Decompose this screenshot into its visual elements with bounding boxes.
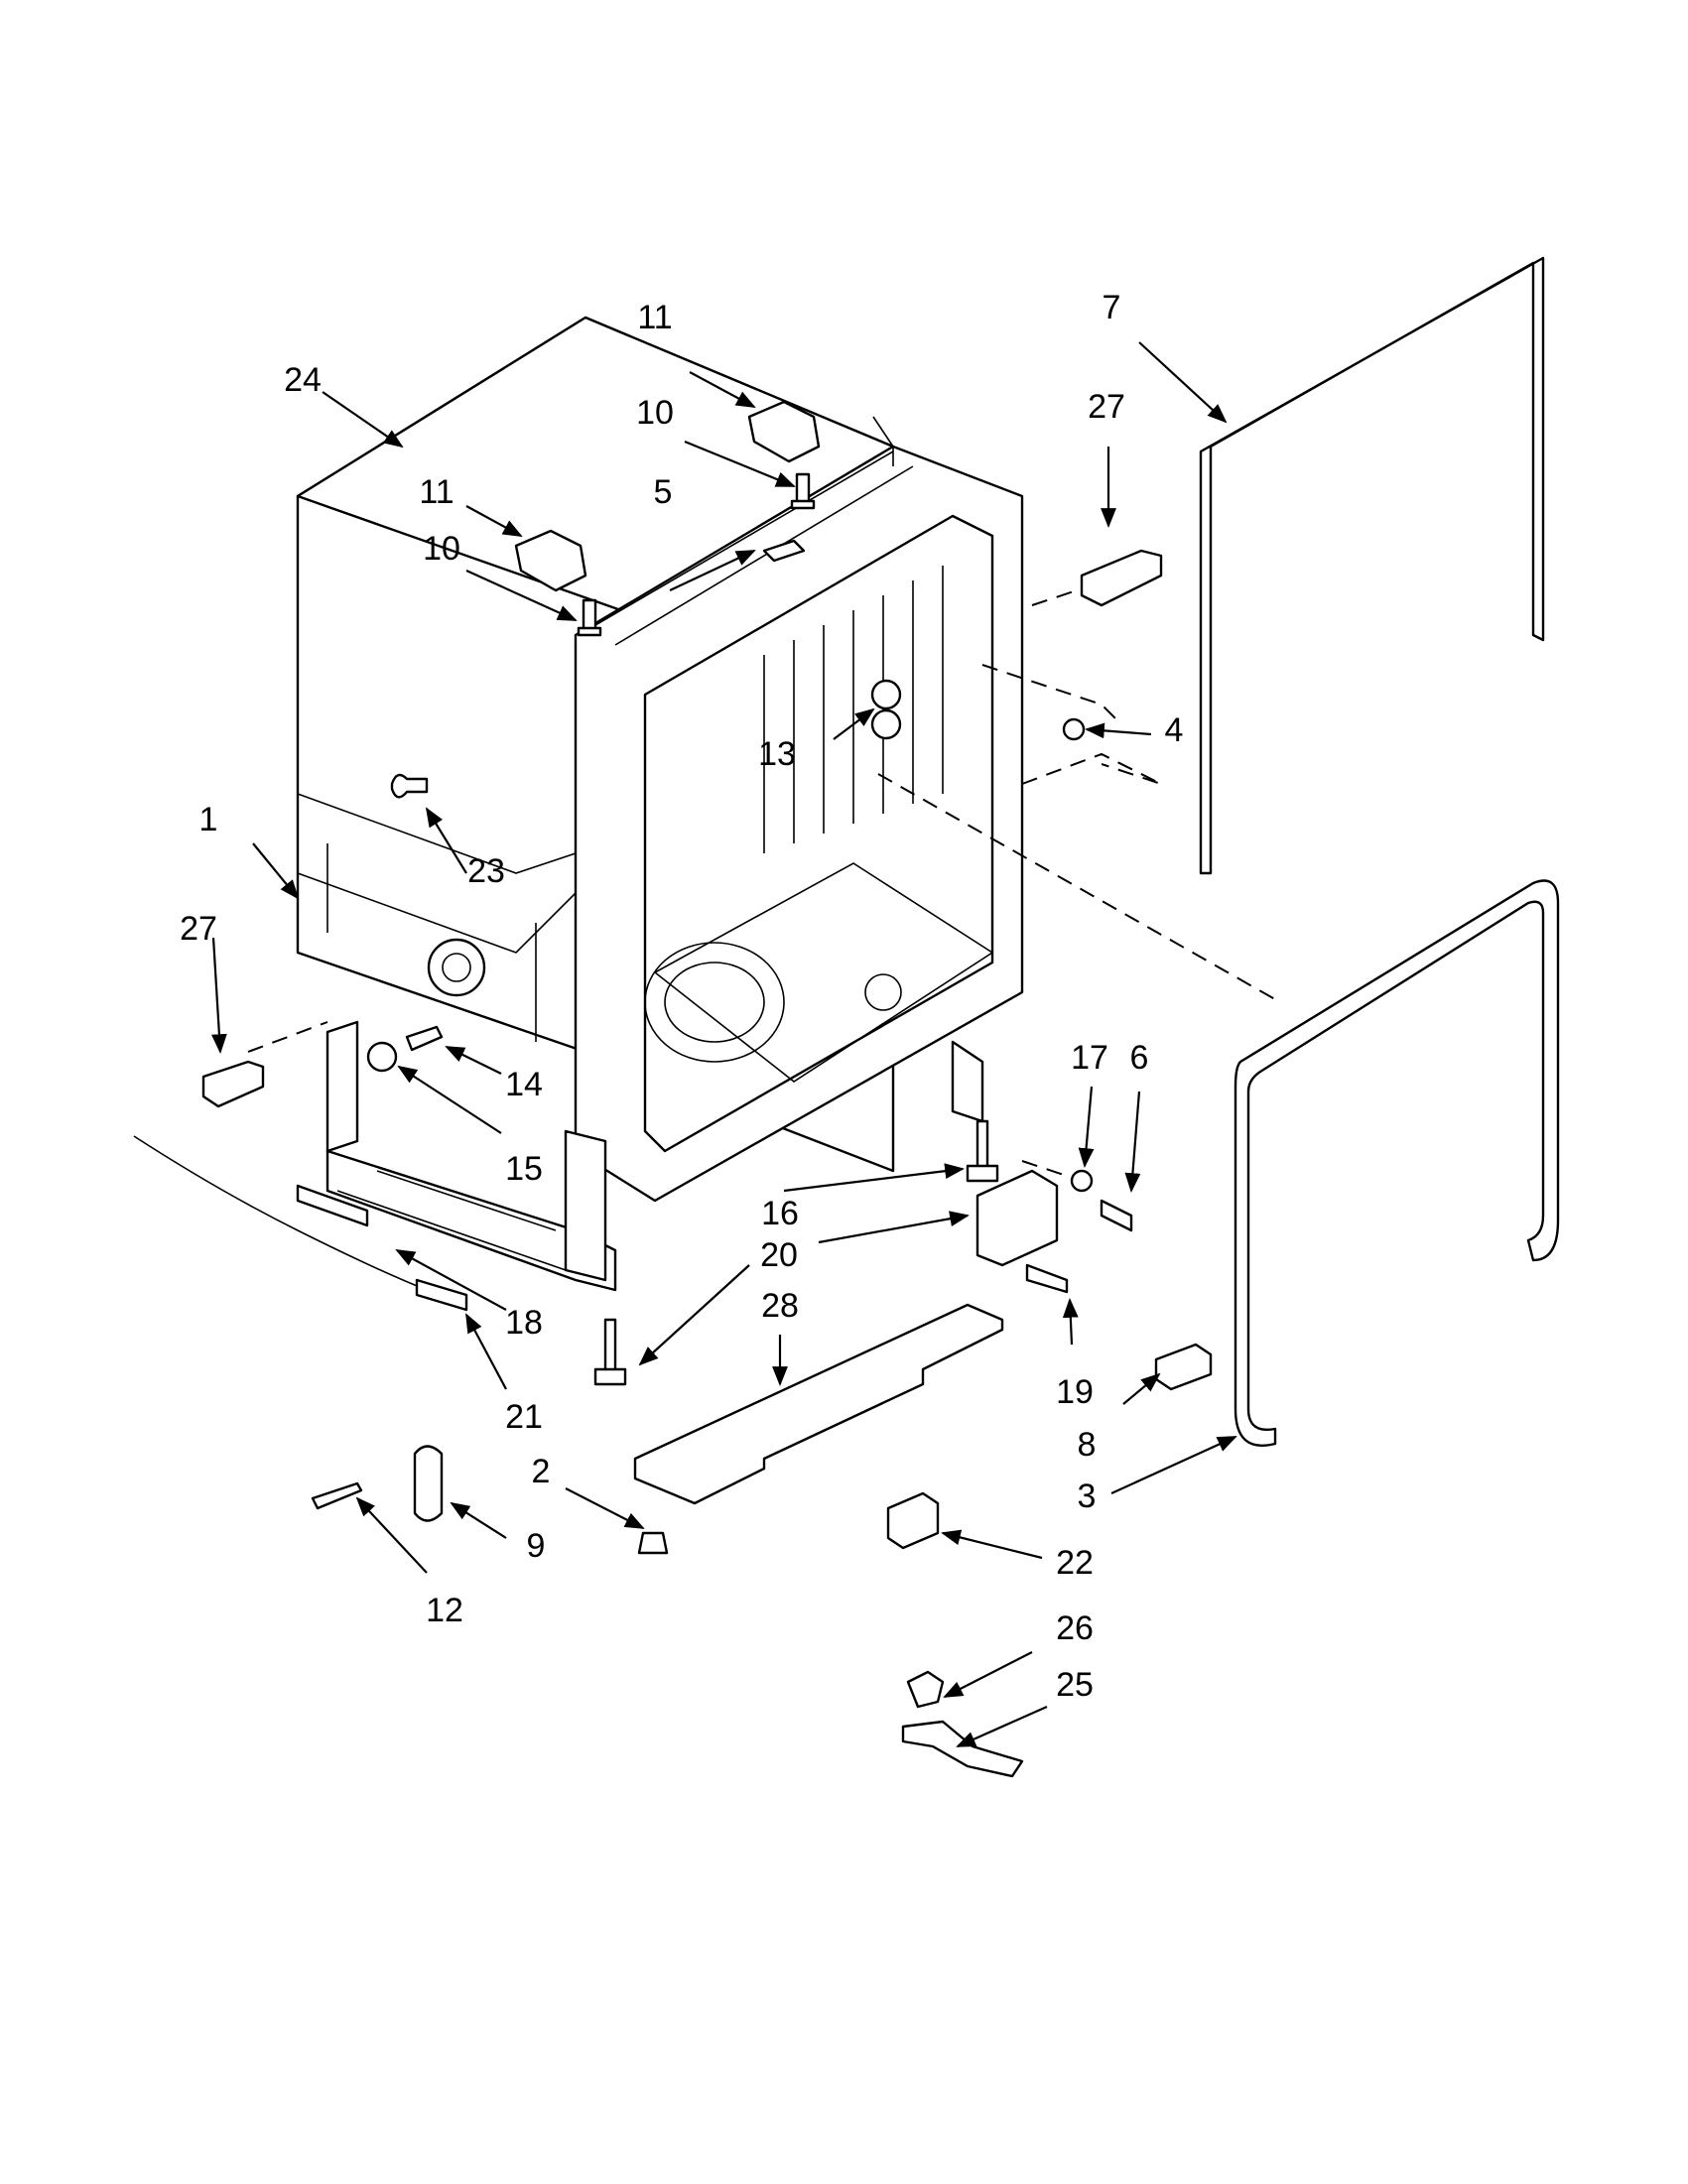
gasket-lower [1234, 879, 1560, 1447]
callout-17: 17 [1071, 1039, 1108, 1077]
switch-22 [886, 1491, 940, 1550]
callout-22: 22 [1056, 1544, 1094, 1582]
callout-18: 18 [505, 1304, 543, 1342]
callout-7: 7 [1103, 289, 1121, 326]
end-cap-left [201, 1060, 265, 1108]
callout-19: 19 [1056, 1373, 1094, 1411]
plug [1062, 717, 1086, 741]
dishwasher-tub [296, 316, 1024, 1203]
bracket-20 [975, 1169, 1059, 1267]
roller-lower [870, 708, 902, 740]
nut-15 [366, 1041, 398, 1073]
base-frame [325, 1020, 984, 1292]
screw-upper [790, 472, 816, 510]
top-clip [762, 539, 806, 563]
callout-27-top: 27 [1088, 388, 1125, 426]
hinge-bracket-upper [747, 400, 821, 463]
callout-9: 9 [527, 1527, 546, 1565]
callout-labels: 24 11 10 5 11 10 7 27 4 13 23 1 27 14 15… [180, 289, 1183, 1704]
callout-27-left: 27 [180, 910, 217, 948]
callout-6: 6 [1130, 1039, 1149, 1077]
callout-13: 13 [758, 735, 796, 773]
callout-24: 24 [284, 361, 322, 399]
callout-26: 26 [1056, 1609, 1094, 1647]
callout-2: 2 [532, 1453, 551, 1490]
leader-lines [211, 341, 1237, 1748]
callout-15: 15 [505, 1150, 543, 1188]
bolt-12 [311, 1481, 363, 1510]
callout-4: 4 [1165, 711, 1184, 749]
callout-8: 8 [1078, 1426, 1097, 1464]
callout-1: 1 [199, 801, 218, 838]
callout-10-top: 10 [636, 394, 674, 432]
leveling-leg-left [593, 1318, 627, 1386]
callout-28: 28 [761, 1287, 799, 1325]
callout-10-side: 10 [423, 530, 460, 568]
leveling-leg-right [966, 1119, 999, 1183]
callout-16-right: 16 [761, 1195, 799, 1232]
cord-21 [133, 1135, 467, 1306]
callout-20: 20 [760, 1236, 798, 1274]
gasket-top [1199, 256, 1545, 875]
cord-plug [415, 1278, 468, 1312]
screw-19 [1025, 1263, 1069, 1294]
end-cap-right [1080, 549, 1163, 607]
bearing-9 [413, 1445, 444, 1522]
callout-5: 5 [654, 473, 673, 511]
hinge-bracket-lower [514, 529, 587, 592]
callout-11-side: 11 [419, 473, 454, 511]
callout-12: 12 [426, 1592, 463, 1629]
callout-23: 23 [467, 852, 505, 890]
push-fastener [390, 773, 429, 799]
callout-3: 3 [1078, 1477, 1097, 1515]
callout-11-top: 11 [637, 299, 672, 336]
bolt-6 [1100, 1199, 1133, 1232]
hose-18 [296, 1184, 369, 1227]
latch-8 [1154, 1343, 1213, 1391]
screw-14 [405, 1025, 444, 1052]
spring-plate-25 [901, 1720, 1024, 1778]
callout-21: 21 [505, 1398, 543, 1436]
toe-plate [633, 1303, 1004, 1505]
screw-lower [577, 598, 602, 637]
foot-2 [637, 1531, 669, 1555]
washer-17 [1070, 1169, 1094, 1193]
callout-25: 25 [1056, 1666, 1094, 1704]
roller-upper [870, 679, 902, 710]
callout-14: 14 [505, 1066, 543, 1103]
clip-26 [906, 1670, 945, 1709]
